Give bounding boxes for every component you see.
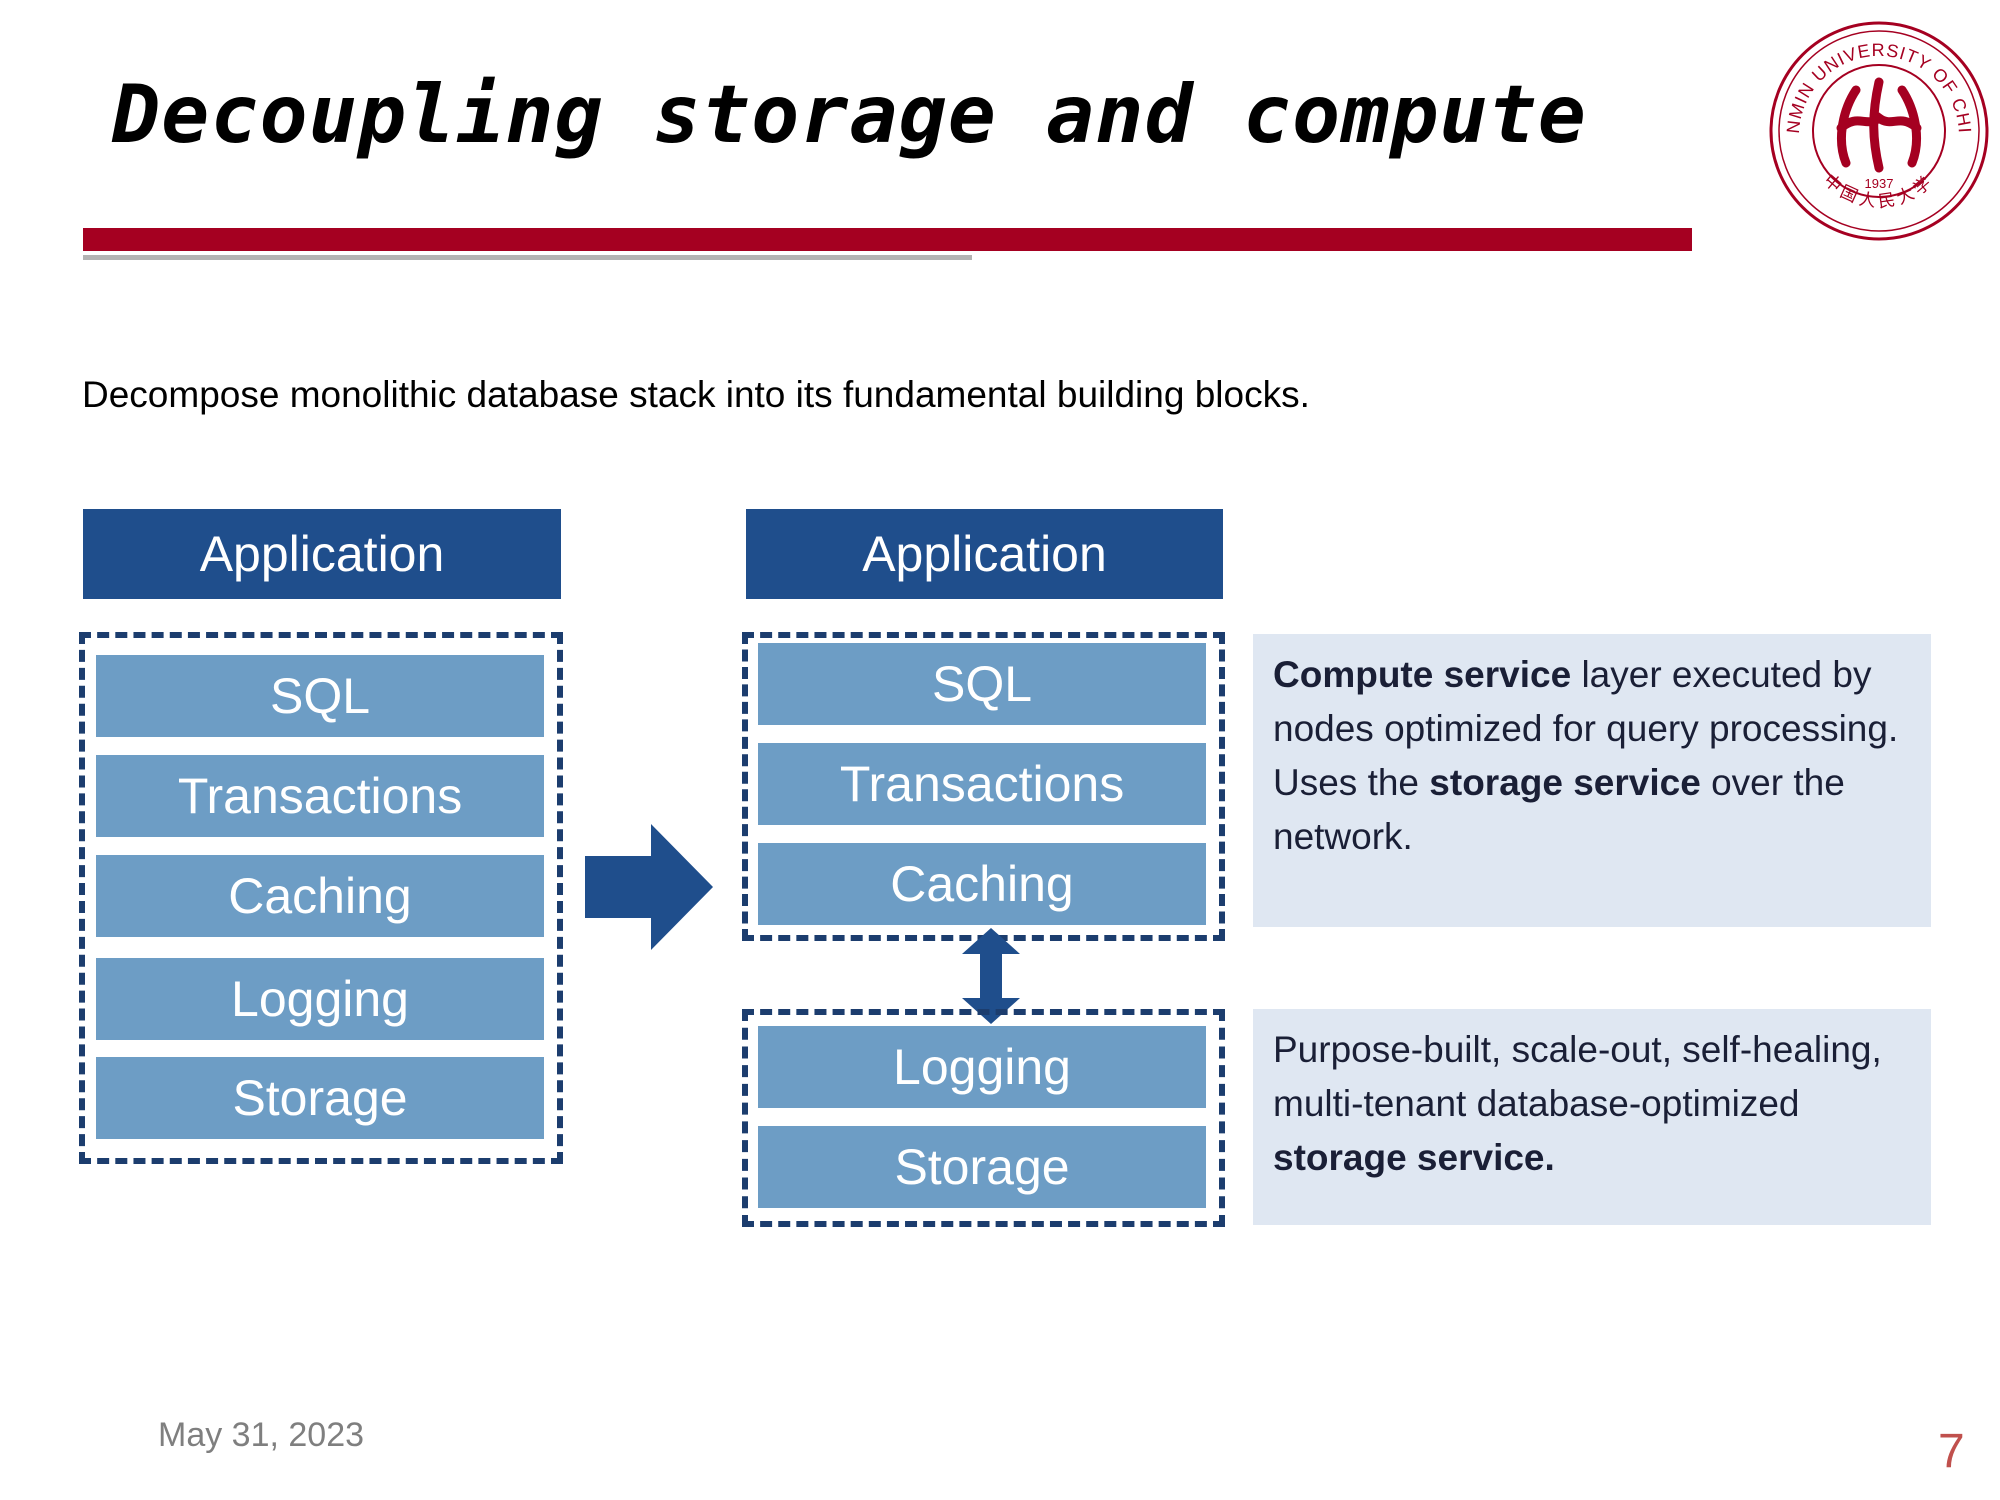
storage-note-text: Purpose-built, scale-out, self-healing, … — [1273, 1029, 1882, 1124]
storage-note-bold: storage service. — [1273, 1137, 1555, 1178]
compute-note-text-1: layer executed by nodes optimized for qu… — [1273, 654, 1899, 749]
university-seal-logo: RENMIN UNIVERSITY OF CHINA 中国人民大学 1937 — [1766, 18, 1989, 241]
left-layer-logging: Logging — [94, 956, 546, 1042]
left-layer-storage: Storage — [94, 1055, 546, 1141]
left-layer-caching: Caching — [94, 853, 546, 939]
left-layer-sql: SQL — [94, 653, 546, 739]
compute-note-bold-1: Compute service — [1273, 654, 1572, 695]
right-layer-sql: SQL — [756, 641, 1208, 727]
right-layer-logging: Logging — [756, 1024, 1208, 1110]
compute-note-text-3: over the network. — [1273, 762, 1845, 857]
slide-title: Decoupling storage and compute — [112, 68, 1587, 161]
right-layer-transactions: Transactions — [756, 741, 1208, 827]
page-number: 7 — [1938, 1425, 1965, 1478]
storage-dashed-border — [742, 1009, 1225, 1227]
bidirectional-arrow-icon — [962, 928, 1020, 1024]
title-underline — [83, 255, 972, 260]
right-arrow-icon — [585, 824, 713, 950]
left-application-box: Application — [83, 509, 561, 599]
left-monolith-dashed-border — [79, 632, 563, 1164]
right-layer-storage: Storage — [756, 1124, 1208, 1210]
slide-date: May 31, 2023 — [158, 1416, 365, 1454]
left-layer-transactions: Transactions — [94, 753, 546, 839]
compute-note-text-2: Uses the — [1273, 762, 1430, 803]
storage-service-note: Purpose-built, scale-out, self-healing, … — [1253, 1009, 1931, 1225]
right-application-box: Application — [746, 509, 1223, 599]
right-layer-caching: Caching — [756, 841, 1208, 927]
logo-year: 1937 — [1865, 176, 1894, 191]
compute-service-note: Compute service layer executed by nodes … — [1253, 634, 1931, 927]
compute-note-bold-2: storage service — [1429, 762, 1701, 803]
slide-subtitle: Decompose monolithic database stack into… — [82, 374, 1310, 415]
title-accent-bar — [83, 228, 1692, 251]
